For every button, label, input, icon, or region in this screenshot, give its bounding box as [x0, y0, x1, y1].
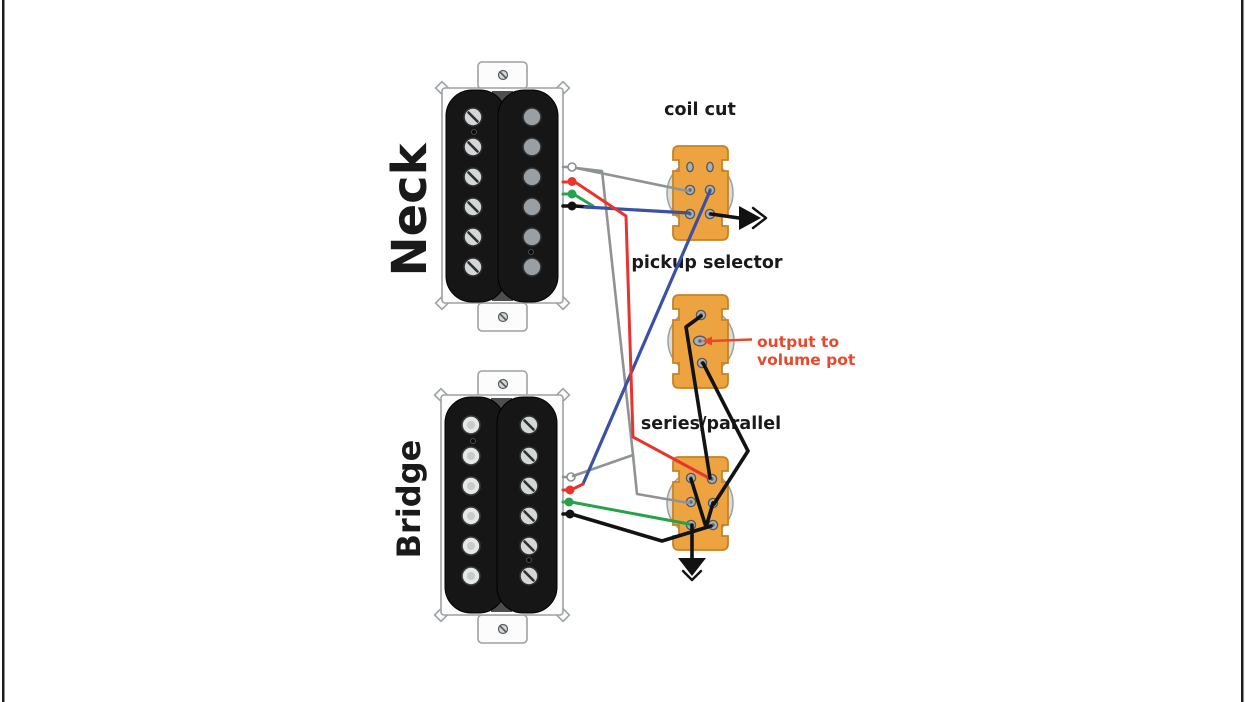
bridge-green-terminal — [564, 497, 574, 507]
wire-neck-white-to-coilcut — [574, 166, 690, 193]
neck-label: Neck — [382, 142, 438, 276]
switch-body — [672, 145, 729, 241]
right-edge-line — [1241, 0, 1244, 702]
wire-coilcut-to-ground — [709, 212, 741, 220]
wire-neck-green-stub — [573, 193, 595, 208]
neck-pickup — [434, 61, 577, 332]
neck-white-terminal — [567, 162, 577, 172]
wire-neck-junction-to-coilcut — [583, 205, 691, 215]
output-label-line1: output to — [757, 333, 839, 351]
mounting-screw-top — [497, 69, 509, 81]
screw-coil-bobbin — [496, 396, 558, 614]
wire-seriesparallel-jumper — [689, 477, 715, 529]
output-annotation: output to volume pot — [702, 333, 856, 369]
output-label-line2: volume pot — [757, 351, 856, 369]
mounting-screw-top — [497, 378, 509, 390]
mounting-screw-bottom — [497, 623, 509, 635]
neck-red-terminal — [567, 177, 577, 186]
wires — [569, 166, 750, 560]
baseplate-corner-tabs — [434, 80, 571, 311]
wire-bridge-green-to-seriesparallel — [569, 500, 691, 526]
bridge-label: Bridge — [390, 440, 428, 559]
left-edge-line — [2, 0, 5, 702]
pickup-selector-label: pickup selector — [631, 253, 783, 273]
coil-cut-label: coil cut — [664, 100, 736, 120]
slug-coil-bobbin — [497, 89, 559, 303]
wire-coilcut-to-bridge-junction — [581, 189, 712, 486]
wire-selector-bottom-to-seriesparallel — [701, 361, 750, 506]
wire-selector-top-to-seriesparallel — [684, 314, 712, 480]
bobbin-dot — [528, 249, 534, 255]
annotation-line — [709, 338, 753, 343]
neck-wire-terminals — [561, 162, 577, 211]
screw-poles — [519, 415, 539, 586]
ground-arrow-down-icon — [678, 558, 706, 582]
bridge-wire-terminals — [561, 472, 576, 519]
bridge-pickup — [433, 370, 576, 644]
mounting-screw-bottom — [497, 311, 509, 323]
wire-bridge-red-stub — [569, 482, 585, 492]
bobbin-dot — [471, 129, 477, 135]
slug-poles — [461, 415, 481, 586]
ground-arrow-right-icon — [739, 206, 768, 230]
slug-poles — [522, 107, 542, 277]
wire-neck-red-to-seriesparallel — [573, 180, 711, 480]
screw-poles — [463, 107, 483, 277]
coil-cut-switch — [666, 145, 734, 241]
pickup-selector-switch — [667, 294, 735, 389]
wire-bridge-black-to-seriesparallel — [569, 512, 713, 543]
annotation-arrowhead — [702, 336, 712, 346]
bobbin-dot — [470, 438, 476, 444]
neck-black-terminal — [567, 201, 577, 211]
wire-bridge-white-join — [571, 453, 635, 478]
bobbin-dot — [526, 557, 532, 563]
series-parallel-label: series/parallel — [641, 414, 781, 434]
